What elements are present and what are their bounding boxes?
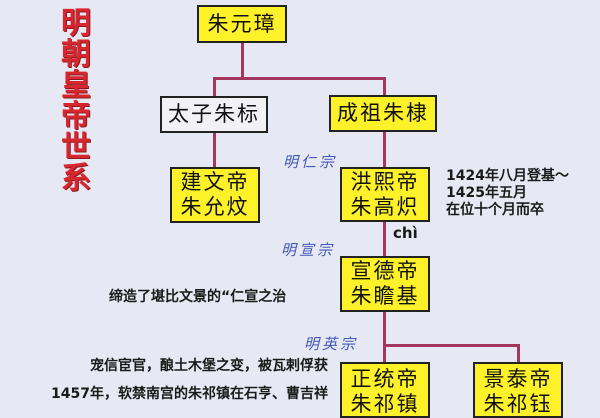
node-hongxi: 洪熙帝 朱高炽: [340, 167, 430, 222]
node-title: 正统帝: [350, 367, 420, 391]
node-name: 朱祁钰: [483, 392, 553, 416]
connector-line: [383, 311, 386, 363]
node-title: 建文帝: [180, 170, 250, 194]
node-name: 成祖朱棣: [337, 101, 429, 125]
node-name: 朱高炽: [350, 194, 420, 219]
chart-title: 明朝皇帝世系: [61, 6, 91, 196]
pinyin-annotation: chì: [393, 224, 418, 242]
node-jianwen: 建文帝 朱允炆: [170, 167, 260, 223]
temple-name-xuanzong: 明宣宗: [281, 241, 336, 259]
node-zhu-di: 成祖朱棣: [329, 95, 437, 132]
node-title: 景泰帝: [483, 367, 553, 391]
connector-line: [383, 221, 386, 257]
node-name: 朱允炆: [180, 195, 250, 219]
note-line: 1457年，软禁南宫的朱祁镇在石亨、曹吉祥: [51, 386, 328, 402]
node-jingtai: 景泰帝 朱祁钰: [473, 362, 563, 418]
node-name: 朱元璋: [207, 11, 277, 36]
note-line: 宠信宦官，酿土木堡之变，被瓦剌俘获: [90, 358, 328, 374]
note-hongxi: 1424年八月登基～ 1425年五月 在位十个月而卒: [446, 168, 569, 219]
node-title: 宣德帝: [350, 259, 420, 283]
node-zhu-yuanzhang: 朱元璋: [197, 5, 287, 43]
node-name: 朱祁镇: [350, 392, 420, 416]
connector-line: [213, 77, 386, 80]
temple-name-renzong: 明仁宗: [283, 153, 338, 171]
node-name: 朱瞻基: [350, 284, 420, 308]
note-line: 1425年五月: [446, 185, 527, 201]
connector-line: [383, 77, 386, 96]
node-zhu-biao: 太子朱标: [160, 96, 268, 133]
connector-line: [213, 132, 216, 168]
connector-line: [383, 344, 520, 347]
connector-line: [213, 77, 216, 97]
connector-line: [241, 42, 244, 80]
node-name: 太子朱标: [168, 102, 260, 126]
note-yingzong: 宠信宦官，酿土木堡之变，被瓦剌俘获 1457年，软禁南宫的朱祁镇在石亨、曹吉祥: [8, 352, 328, 408]
node-xuande: 宣德帝 朱瞻基: [340, 256, 430, 312]
node-title: 洪熙帝: [350, 169, 420, 194]
node-zhengtong: 正统帝 朱祁镇: [340, 362, 430, 418]
note-line: 在位十个月而卒: [446, 202, 544, 218]
connector-line: [517, 344, 520, 363]
connector-line: [383, 131, 386, 168]
note-xuande: 缔造了堪比文景的“仁宣之治: [109, 289, 287, 305]
note-line: 1424年八月登基～: [446, 168, 569, 184]
temple-name-yingzong: 明英宗: [304, 335, 359, 353]
